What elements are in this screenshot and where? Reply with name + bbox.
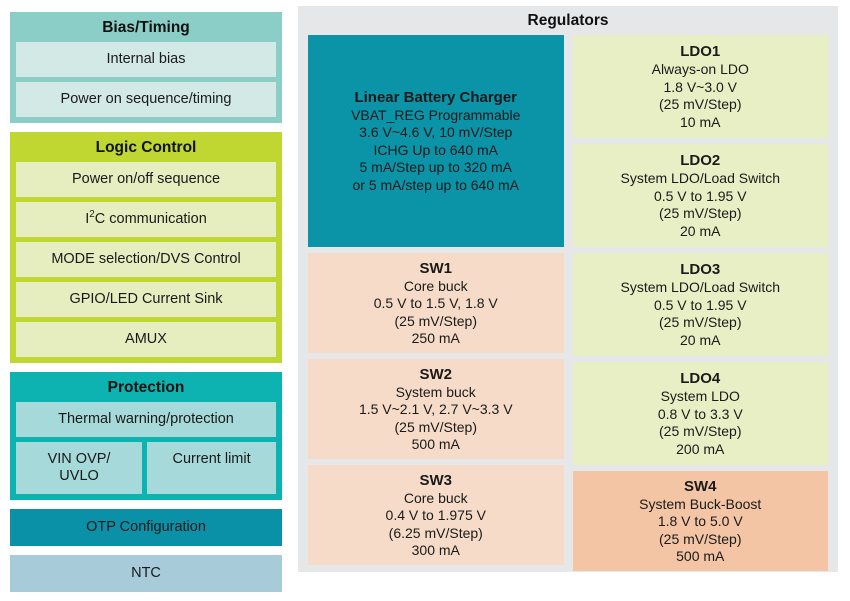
- reg-line: 500 mA: [676, 548, 725, 564]
- reg-line: 0.5 V to 1.95 V: [653, 296, 747, 313]
- reg-line: 0.8 V to 3.3 V: [657, 405, 743, 422]
- group-title-bias-timing: Bias/Timing: [102, 19, 190, 36]
- reg-name-ldo2: LDO2: [680, 152, 721, 169]
- reg-line: System buck: [395, 383, 476, 400]
- block-i2c-communication[interactable]: I2C communication: [16, 202, 276, 237]
- group-title-protection: Protection: [107, 379, 185, 396]
- reg-line: or 5 mA/step up to 640 mA: [352, 176, 520, 193]
- block-mode-selection-dvs-control[interactable]: MODE selection/DVS Control: [16, 242, 276, 277]
- reg-line: System Buck-Boost: [639, 495, 762, 512]
- reg-box-ldo4[interactable]: LDO4 System LDO 0.8 V to 3.3 V (25 mV/St…: [572, 362, 828, 465]
- reg-name-ldo1: LDO1: [680, 43, 721, 60]
- reg-line: 0.4 V to 1.975 V: [385, 507, 486, 523]
- reg-line: 1.8 V~3.0 V: [663, 78, 738, 95]
- block-amux[interactable]: AMUX: [16, 322, 276, 357]
- block-thermal-warning-protection[interactable]: Thermal warning/protection: [16, 402, 276, 437]
- reg-line: (25 mV/Step): [659, 530, 742, 547]
- reg-box-ldo2[interactable]: LDO2 System LDO/Load Switch 0.5 V to 1.9…: [572, 144, 828, 247]
- reg-box-ldo1[interactable]: LDO1 Always-on LDO 1.8 V~3.0 V (25 mV/St…: [572, 35, 828, 138]
- regulators-column-right: LDO1 Always-on LDO 1.8 V~3.0 V (25 mV/St…: [572, 35, 828, 571]
- reg-line: ICHG Up to 640 mA: [373, 141, 499, 158]
- regulators-title: Regulators: [527, 12, 609, 29]
- reg-line: 200 mA: [676, 440, 725, 457]
- reg-line: (25 mV/Step): [659, 96, 742, 112]
- reg-line: Core buck: [403, 277, 468, 294]
- block-vin-ovp-uvlo[interactable]: VIN OVP/UVLO: [16, 442, 143, 494]
- reg-line: VBAT_REG Programmable: [351, 106, 521, 123]
- reg-box-sw2[interactable]: SW2 System buck 1.5 V~2.1 V, 2.7 V~3.3 V…: [308, 359, 564, 459]
- reg-line: (25 mV/Step): [659, 314, 742, 330]
- block-current-limit[interactable]: Current limit: [147, 442, 276, 494]
- reg-line: 1.5 V~2.1 V, 2.7 V~3.3 V: [358, 401, 513, 417]
- reg-line: 3.6 V~4.6 V, 10 mV/Step: [359, 124, 513, 141]
- reg-line: 5 mA/Step up to 320 mA: [359, 159, 513, 176]
- reg-line: 10 mA: [680, 113, 721, 130]
- reg-box-sw4[interactable]: SW4 System Buck-Boost 1.8 V to 5.0 V (25…: [572, 471, 828, 571]
- reg-line: System LDO: [660, 388, 740, 404]
- block-internal-bias[interactable]: Internal bias: [16, 42, 276, 77]
- reg-line: (25 mV/Step): [394, 312, 477, 329]
- protection-split-row: VIN OVP/UVLO Current limit: [16, 442, 276, 494]
- reg-name-ldo3: LDO3: [680, 261, 721, 278]
- reg-line: (25 mV/Step): [659, 423, 742, 439]
- reg-name-sw1: SW1: [419, 259, 452, 277]
- reg-line: 1.8 V to 5.0 V: [657, 513, 743, 529]
- regulators-column-left: Linear Battery Charger VBAT_REG Programm…: [308, 35, 564, 565]
- block-power-on-sequence-timing[interactable]: Power on sequence/timing: [16, 82, 276, 117]
- reg-line: System LDO/Load Switch: [620, 170, 780, 186]
- reg-line: 300 mA: [411, 542, 460, 558]
- reg-box-sw3[interactable]: SW3 Core buck 0.4 V to 1.975 V (6.25 mV/…: [308, 465, 564, 565]
- reg-line: Always-on LDO: [651, 61, 749, 77]
- block-gpio-led-current-sink[interactable]: GPIO/LED Current Sink: [16, 282, 276, 317]
- reg-box-ldo3[interactable]: LDO3 System LDO/Load Switch 0.5 V to 1.9…: [572, 253, 828, 356]
- group-title-logic-control: Logic Control: [95, 139, 197, 156]
- reg-line: Core buck: [403, 489, 468, 506]
- block-diagram-page: Bias/Timing Internal bias Power on seque…: [10, 6, 838, 592]
- reg-box-linear-battery-charger[interactable]: Linear Battery Charger VBAT_REG Programm…: [308, 35, 564, 247]
- group-bias-timing: Bias/Timing Internal bias Power on seque…: [10, 12, 282, 123]
- reg-line: (6.25 mV/Step): [388, 524, 483, 541]
- regulators-grid: Linear Battery Charger VBAT_REG Programm…: [308, 35, 828, 571]
- regulators-panel: Regulators Linear Battery Charger VBAT_R…: [298, 6, 838, 572]
- reg-line: 500 mA: [411, 436, 460, 452]
- reg-name-sw3: SW3: [419, 471, 452, 489]
- reg-line: (25 mV/Step): [659, 205, 742, 221]
- reg-name-sw2: SW2: [419, 365, 452, 383]
- reg-line: (25 mV/Step): [394, 418, 477, 435]
- reg-box-sw1[interactable]: SW1 Core buck 0.5 V to 1.5 V, 1.8 V (25 …: [308, 253, 564, 353]
- block-otp-configuration[interactable]: OTP Configuration: [10, 509, 282, 546]
- reg-name-sw4: SW4: [683, 477, 717, 495]
- reg-line: 0.5 V to 1.5 V, 1.8 V: [373, 295, 498, 311]
- reg-line: 250 mA: [411, 330, 460, 346]
- block-ntc[interactable]: NTC: [10, 555, 282, 592]
- left-column: Bias/Timing Internal bias Power on seque…: [10, 12, 282, 601]
- group-logic-control: Logic Control Power on/off sequence I2C …: [10, 132, 282, 363]
- reg-name-linear-battery-charger: Linear Battery Charger: [354, 88, 518, 106]
- reg-name-ldo4: LDO4: [680, 370, 721, 387]
- reg-line: 20 mA: [680, 331, 721, 348]
- reg-line: 0.5 V to 1.95 V: [653, 187, 747, 204]
- reg-line: 20 mA: [680, 222, 721, 239]
- block-power-on-off-sequence[interactable]: Power on/off sequence: [16, 162, 276, 197]
- group-protection: Protection Thermal warning/protection VI…: [10, 372, 282, 500]
- reg-line: System LDO/Load Switch: [620, 279, 780, 295]
